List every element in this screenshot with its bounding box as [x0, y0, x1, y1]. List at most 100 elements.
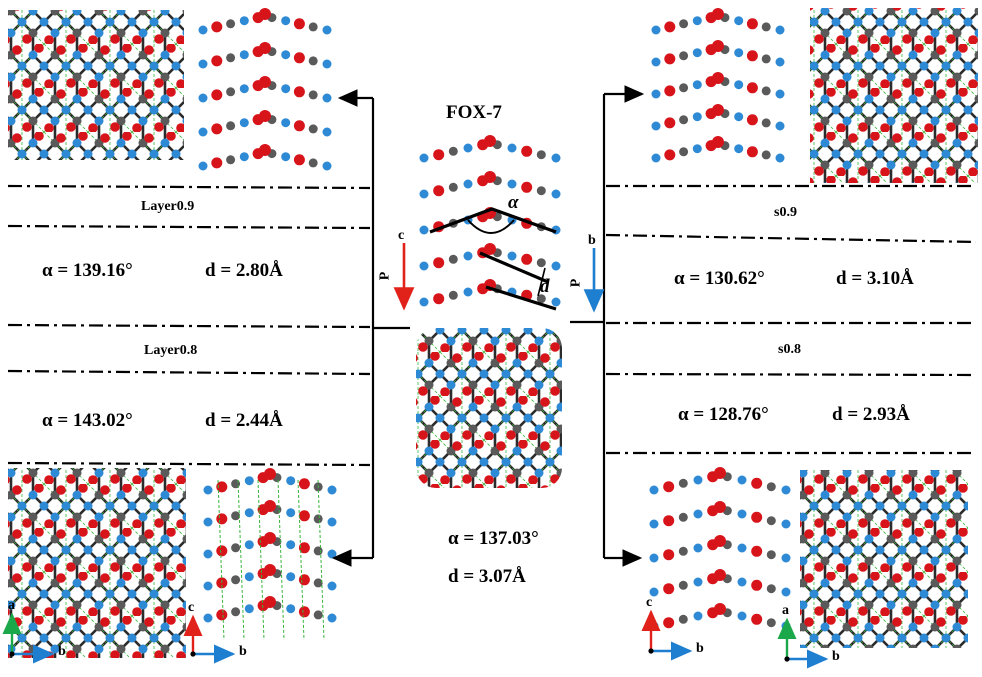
- atom: [761, 150, 771, 160]
- atom: [226, 53, 236, 63]
- atom: [308, 158, 318, 168]
- atom: [463, 287, 473, 297]
- atom: [649, 485, 659, 495]
- axes-bottom-left-1: [2, 612, 55, 664]
- atom: [484, 243, 496, 255]
- atom: [298, 542, 310, 554]
- atom: [775, 121, 785, 131]
- atom: [507, 179, 517, 189]
- lattice-panel-bottom-right: [800, 470, 968, 648]
- left-pressure-symbol: P: [377, 271, 393, 281]
- right-bottom-alpha: α = 128.76°: [678, 404, 769, 425]
- atom: [693, 475, 703, 485]
- atom: [313, 578, 323, 588]
- atom: [239, 84, 249, 94]
- atom: [322, 25, 332, 35]
- molecular-chain: [651, 136, 785, 163]
- atom: [551, 261, 561, 271]
- left-top-alpha: α = 139.16°: [42, 260, 133, 281]
- molecular-chain: [651, 8, 785, 35]
- axes-bottom-left-2: [183, 614, 236, 664]
- atom: [419, 189, 429, 199]
- atom: [419, 225, 429, 235]
- atom: [239, 152, 249, 162]
- atom: [737, 543, 747, 553]
- atom: [226, 155, 236, 165]
- atom: [693, 577, 703, 587]
- atom: [714, 569, 726, 581]
- atom: [781, 553, 791, 563]
- atom: [734, 144, 744, 154]
- atom: [781, 485, 791, 495]
- hbond-line: [297, 479, 305, 641]
- atom: [448, 182, 458, 192]
- atom: [734, 48, 744, 58]
- atom: [536, 150, 546, 160]
- atom: [484, 135, 496, 147]
- atom: [649, 519, 659, 529]
- left-bottom-d: d = 2.44Å: [205, 410, 283, 431]
- atom: [264, 468, 276, 480]
- axis-label-br1-right: b: [696, 641, 704, 656]
- molecular-chain: [649, 535, 791, 563]
- atom: [737, 475, 747, 485]
- molecular-chain: [649, 603, 791, 631]
- atom: [692, 112, 702, 122]
- atom: [313, 546, 323, 556]
- atom: [216, 545, 228, 557]
- atom: [712, 104, 724, 116]
- atom: [692, 48, 702, 58]
- atom: [264, 564, 276, 576]
- atom: [259, 144, 271, 156]
- atom: [448, 290, 458, 300]
- atom: [746, 50, 758, 62]
- molecular-chain: [651, 104, 785, 131]
- molecular-chain: [419, 171, 561, 199]
- hbond-line: [317, 479, 325, 641]
- molecular-chain: [203, 468, 337, 495]
- atom: [198, 161, 208, 171]
- atom: [198, 59, 208, 69]
- left-bottom-alpha: α = 143.02°: [42, 410, 133, 431]
- atom: [651, 89, 661, 99]
- molecular-chain: [649, 467, 791, 495]
- atom: [211, 157, 223, 169]
- atom: [198, 25, 208, 35]
- atom: [293, 52, 305, 64]
- right-bottom-layer-label: s0.8: [778, 342, 801, 357]
- atom: [775, 57, 785, 67]
- atom: [327, 517, 337, 527]
- atom: [231, 607, 241, 617]
- atom: [448, 146, 458, 156]
- atom: [775, 153, 785, 163]
- atom: [226, 121, 236, 131]
- atom: [781, 519, 791, 529]
- atom: [281, 50, 291, 60]
- molecular-chain: [203, 564, 337, 591]
- atom: [327, 613, 337, 623]
- right-connector: [570, 85, 645, 567]
- atom: [327, 581, 337, 591]
- atom: [714, 603, 726, 615]
- left-connector: [331, 89, 410, 567]
- angle-annotation: [429, 207, 557, 311]
- atom: [203, 613, 213, 623]
- atom: [281, 118, 291, 128]
- right-top-alpha: α = 130.62°: [674, 268, 765, 289]
- atom: [679, 83, 689, 93]
- atom: [751, 511, 763, 523]
- hbond-line: [277, 479, 285, 641]
- left-top-d: d = 2.80Å: [205, 260, 283, 281]
- atom: [521, 181, 533, 193]
- atom: [536, 258, 546, 268]
- atom: [281, 84, 291, 94]
- atom: [693, 543, 703, 553]
- atom: [714, 467, 726, 479]
- molecular-chain: [198, 8, 332, 35]
- atom: [746, 18, 758, 30]
- atom: [313, 610, 323, 620]
- atom: [286, 508, 296, 518]
- axis-label-br1-up: c: [646, 595, 653, 610]
- atom: [264, 500, 276, 512]
- axis-label-bl1-up: a: [8, 598, 15, 613]
